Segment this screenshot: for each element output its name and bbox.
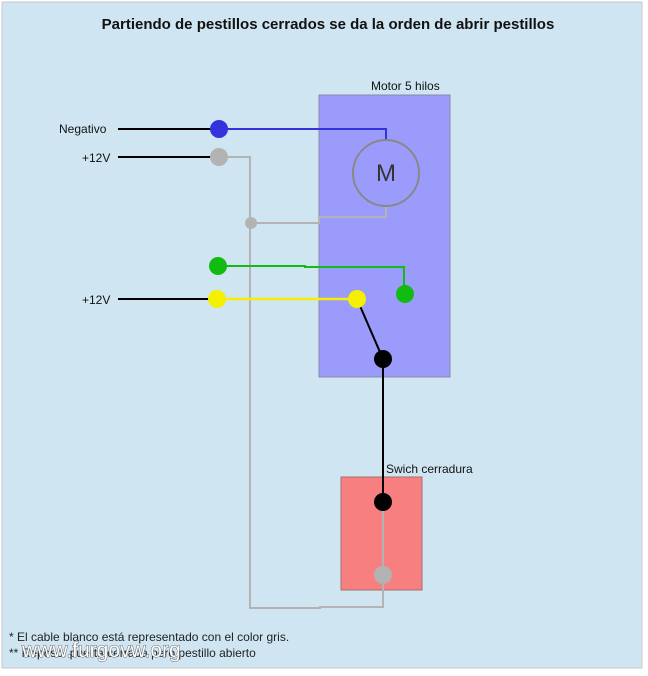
gray-wire <box>219 156 384 609</box>
watermark: www.furgovw.org <box>21 639 181 662</box>
gray-junction <box>245 217 257 229</box>
diagram-title: Partiendo de pestillos cerrados se da la… <box>102 16 555 33</box>
yellow-motor-terminal <box>348 290 366 308</box>
switch-gray-terminal <box>374 566 392 584</box>
motor-box <box>318 94 451 378</box>
green-input-terminal <box>209 257 227 275</box>
negativo-terminal <box>210 120 228 138</box>
motor-label: Motor 5 hilos <box>371 79 440 93</box>
motor-black-terminal <box>374 350 392 368</box>
note-line-1: * El cable blanco está representado con … <box>9 630 289 644</box>
motor-symbol <box>352 139 420 207</box>
green-motor-terminal <box>396 285 414 303</box>
switch-label: Swich cerradura <box>386 462 473 476</box>
plus12v-top-label: +12V <box>82 151 110 165</box>
negativo-label: Negativo <box>59 122 107 136</box>
blue-wire <box>219 128 387 143</box>
motor-symbol-label: M <box>376 160 396 187</box>
green-wire <box>218 265 405 294</box>
note-line-2: ** Reposo: puerta cerrada pero pestillo … <box>9 646 256 660</box>
motor-switch-arm <box>356 298 384 360</box>
gray-motor-wire <box>251 205 387 224</box>
plus12v-top-terminal <box>210 148 228 166</box>
plus12v-bottom-label: +12V <box>82 293 110 307</box>
switch-black-terminal <box>374 493 392 511</box>
yellow-input-terminal <box>208 290 226 308</box>
